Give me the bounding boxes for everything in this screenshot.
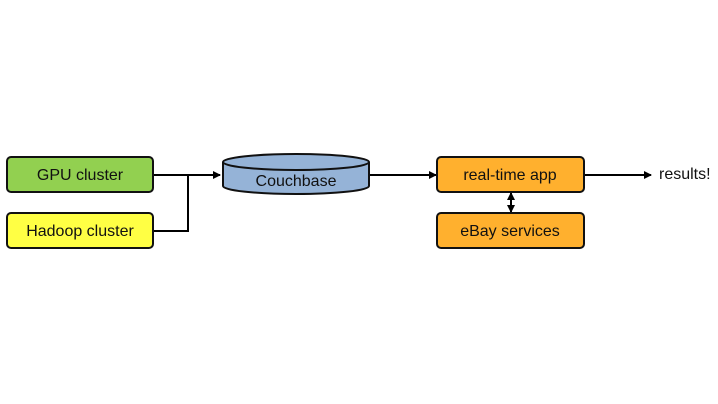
ebay-services-label: eBay services: [460, 223, 560, 240]
edge-hadoop-to-couchbase: [154, 175, 189, 232]
node-gpu-cluster: GPU cluster: [6, 156, 154, 193]
gpu-cluster-box: [6, 156, 154, 193]
edges: [154, 171, 652, 232]
hadoop-cluster-label: Hadoop cluster: [26, 223, 134, 240]
realtime-app-box: [436, 156, 585, 193]
couchbase-cylinder-body: [222, 162, 370, 195]
results-label: results!: [659, 166, 711, 183]
realtime-app-label: real-time app: [463, 167, 556, 184]
couchbase-label: Couchbase: [256, 173, 337, 190]
node-hadoop-cluster: Hadoop cluster: [6, 212, 154, 249]
couchbase-cylinder-top: [222, 153, 370, 171]
gpu-cluster-label: GPU cluster: [37, 167, 124, 184]
node-couchbase: Couchbase: [222, 153, 370, 195]
node-realtime-app: real-time app: [436, 156, 585, 193]
node-ebay-services: eBay services: [436, 212, 585, 249]
ebay-services-box: [436, 212, 585, 249]
hadoop-cluster-box: [6, 212, 154, 249]
